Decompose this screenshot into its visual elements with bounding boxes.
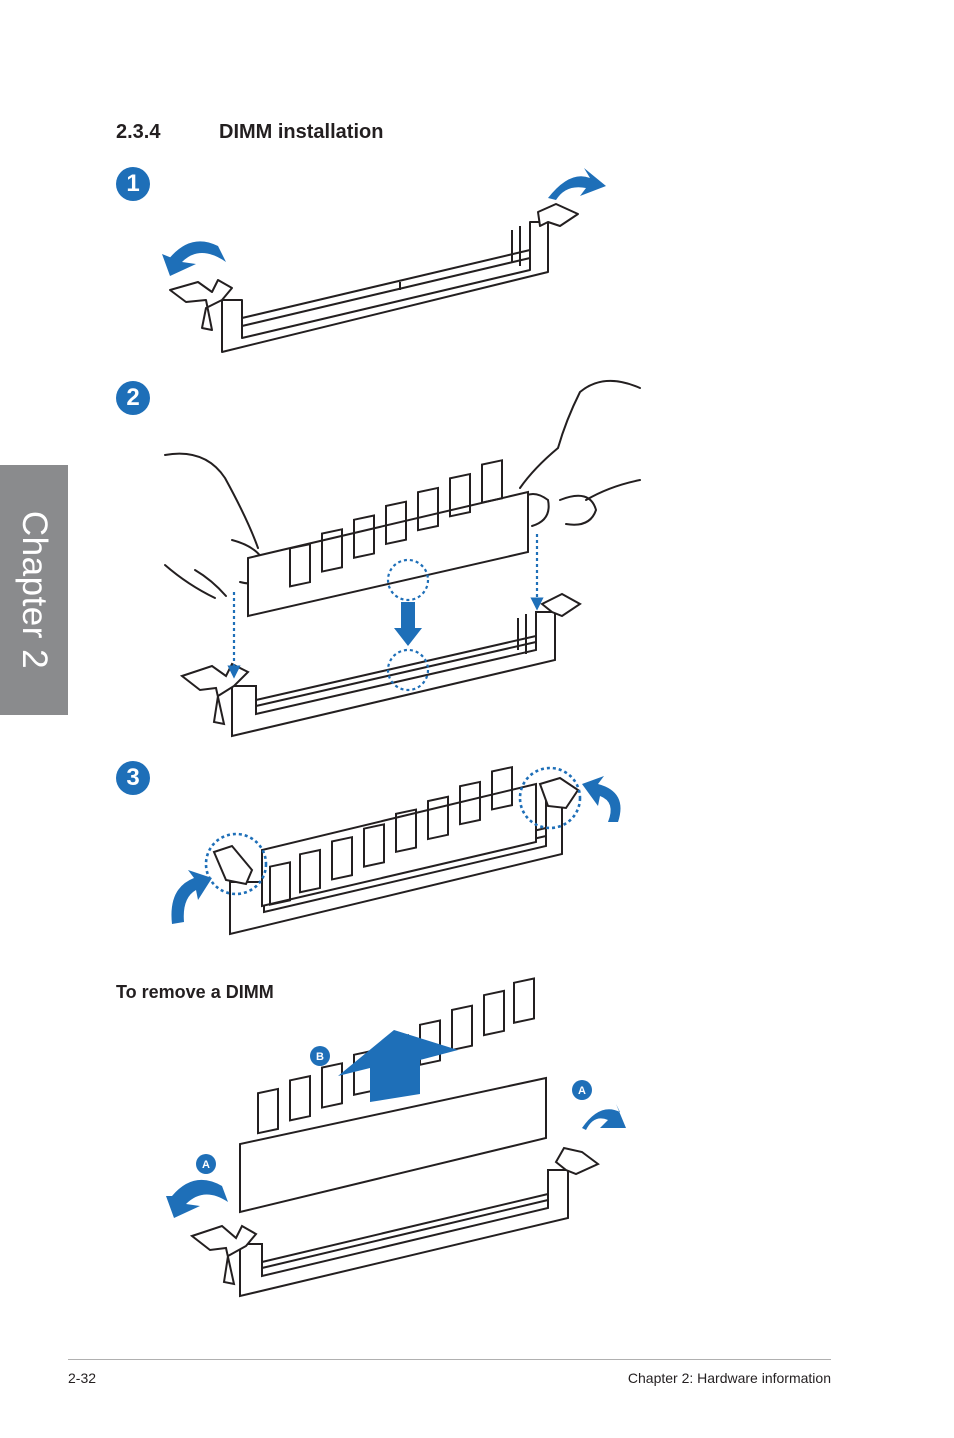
module-chips xyxy=(289,459,503,588)
footer-chapter: Chapter 2: Hardware information xyxy=(627,1370,831,1386)
curved-arrow-icon xyxy=(162,168,606,276)
step-3-assembly xyxy=(212,765,580,936)
section-title: DIMM installation xyxy=(219,121,384,143)
remove-labels: B A A xyxy=(196,1046,592,1174)
arrow-down-icon xyxy=(394,602,422,646)
remove-assembly xyxy=(189,977,600,1298)
step-1-slot xyxy=(169,203,579,353)
step-2-module xyxy=(179,459,582,738)
module-chips xyxy=(269,765,513,906)
remove-dimm-title: To remove a DIMM xyxy=(116,982,274,1002)
label-b: B xyxy=(316,1051,324,1063)
footer-page-number: 2-32 xyxy=(68,1370,97,1386)
label-a-left: A xyxy=(202,1159,210,1171)
section-number: 2.3.4 xyxy=(116,121,161,143)
chapter-side-tab xyxy=(0,465,68,715)
label-a-right: A xyxy=(578,1085,586,1097)
curved-arrow-icon xyxy=(166,1104,626,1218)
latch-highlight xyxy=(204,766,582,896)
step-2-badge: 2 xyxy=(116,381,150,415)
hand-icon xyxy=(164,379,641,599)
footer-divider xyxy=(68,1359,831,1360)
step-3-badge: 3 xyxy=(116,761,150,795)
step-1-badge: 1 xyxy=(116,167,150,201)
alignment-guides xyxy=(227,534,544,692)
curved-arrow-icon xyxy=(171,776,621,924)
arrow-up-icon xyxy=(338,1030,458,1102)
